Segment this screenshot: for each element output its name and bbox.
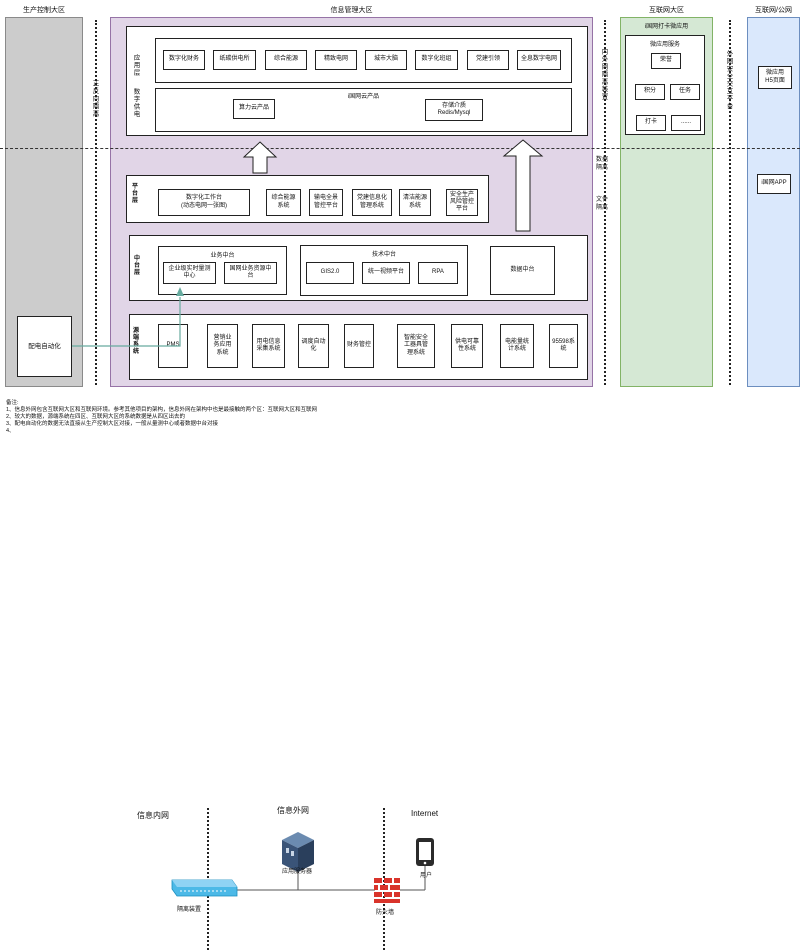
app-box-5: 数字化班组 bbox=[415, 50, 458, 70]
net-divider-inner bbox=[207, 808, 209, 950]
business-mid-title: 业务中台 bbox=[210, 253, 235, 259]
internet-app-title: i国网打卡微应用 bbox=[644, 24, 689, 30]
zone-title-info-mgmt: 信息管理大区 bbox=[330, 7, 373, 14]
arrow-up-data bbox=[502, 139, 544, 232]
platform-box-3: 党建信息化 管理系统 bbox=[352, 189, 392, 216]
storage-box: 存储介质 Redis/Mysql bbox=[425, 99, 483, 121]
source-box-6: 供电可靠 性系统 bbox=[451, 324, 483, 368]
app-box-7: 全息数字电网 bbox=[517, 50, 561, 70]
platform-box-4: 清洁能源 系统 bbox=[399, 189, 431, 216]
net-label-internet: Internet bbox=[411, 809, 439, 818]
platform-box-5: 安全生产 风险管控 平台 bbox=[446, 189, 478, 216]
zone-title-production: 生产控制大区 bbox=[23, 7, 65, 14]
firewall-icon bbox=[374, 878, 400, 903]
divider-forward-isolation bbox=[95, 20, 97, 385]
video-platform-box: 统一视频平台 bbox=[362, 262, 410, 284]
rpa-box: RPA bbox=[418, 262, 458, 284]
platform-layer-label: 平台层 bbox=[131, 184, 138, 204]
notes: 备注: 1、信息外网包含互联网大区和互联网环境。参考其他项目的架构，信息外网在架… bbox=[6, 400, 317, 435]
gis-box: GIS2.0 bbox=[306, 262, 354, 284]
app-box-1: 纸碳供电所 bbox=[213, 50, 256, 70]
label-outer-exchange: 外网安全交互平台 bbox=[725, 50, 732, 110]
label-forward-isolation: 正反向隔离 bbox=[91, 80, 98, 118]
connector-arrowhead bbox=[176, 287, 184, 296]
application-layer-label: 应用层 bbox=[132, 54, 139, 77]
app-box-6: 党建引领 bbox=[467, 50, 509, 70]
middle-layer-label: 中台层 bbox=[133, 256, 140, 276]
connector-distribution-to-measure bbox=[72, 297, 181, 347]
more-box: ...... bbox=[671, 115, 701, 131]
user-label: 用户 bbox=[420, 873, 433, 879]
app-server-icon bbox=[282, 832, 314, 872]
source-box-5: 智能安全 工器具管 理系统 bbox=[397, 324, 435, 368]
user-phone-icon bbox=[416, 838, 434, 866]
label-inner-outer-isolation: 内外网隔离装置 bbox=[600, 48, 607, 101]
network-diagram bbox=[171, 832, 434, 903]
source-layer-label: 源端系统 bbox=[132, 328, 139, 355]
net-label-outer: 信息外网 bbox=[277, 806, 309, 815]
honor-box: 荣誉 bbox=[651, 53, 681, 69]
compute-cloud-box: 算力云产品 bbox=[233, 99, 275, 119]
source-box-7: 电能量统 计系统 bbox=[500, 324, 534, 368]
tech-mid-title: 技术中台 bbox=[371, 252, 396, 258]
notes-line: 1、信息外网包含互联网大区和互联网环境。参考其他项目的架构，信息外网在架构中也是… bbox=[6, 407, 318, 413]
notes-line: 备注: bbox=[6, 400, 19, 406]
app-box-4: 城市大脑 bbox=[365, 50, 407, 70]
label-file-isolation: 文件隔离 bbox=[596, 197, 609, 211]
divider-outer-exchange bbox=[729, 20, 731, 385]
points-box: 积分 bbox=[635, 84, 665, 100]
cloud-title: i国网云产品 bbox=[347, 94, 380, 100]
net-label-inner: 信息内网 bbox=[137, 811, 169, 820]
distribution-automation-box: 配电自动化 bbox=[17, 316, 72, 377]
notes-line: 3、配电自动化的数据无法直接从生产控制大区对接，一般从量测中心或者数据中台对接 bbox=[6, 421, 219, 427]
realtime-measure-box: 企业级实时量测 中心 bbox=[163, 262, 216, 284]
source-box-2: 用电信息 采集系统 bbox=[252, 324, 285, 368]
notes-line: 2、较大的数据，源端系统在四区、互联网大区的系统数据是从四区出去的 bbox=[6, 414, 186, 420]
label-data-isolation: 数据隔离 bbox=[596, 157, 609, 171]
platform-box-0: 数字化工作台 (动态电网一张图) bbox=[158, 189, 250, 216]
app-box-0: 数字化财务 bbox=[163, 50, 205, 70]
firewall-label: 防火墙 bbox=[376, 910, 395, 916]
digital-power-label: 数字供电 bbox=[132, 88, 139, 118]
zone-title-public: 互联网/公网 bbox=[755, 7, 792, 14]
source-box-3: 调度自动 化 bbox=[298, 324, 329, 368]
sgcc-resource-box: 国网业务资源中 台 bbox=[224, 262, 277, 284]
isolation-device-icon bbox=[171, 879, 238, 897]
app-box: i国网APP bbox=[757, 174, 791, 194]
arrow-up-platform bbox=[242, 141, 278, 174]
cloud-panel bbox=[155, 88, 572, 132]
checkin-box: 打卡 bbox=[636, 115, 666, 131]
source-box-8: 95598系 统 bbox=[549, 324, 578, 368]
app-server-label: 应用服务器 bbox=[282, 869, 313, 875]
data-mid-box: 数据中台 bbox=[490, 246, 555, 295]
task-box: 任务 bbox=[670, 84, 700, 100]
source-box-1: 营销业 务应用 系统 bbox=[207, 324, 238, 368]
source-box-4: 财务管控 bbox=[344, 324, 374, 368]
app-box-2: 综合能源 bbox=[265, 50, 307, 70]
zone-title-internet: 互联网大区 bbox=[649, 7, 684, 14]
app-box-3: 精致电网 bbox=[315, 50, 357, 70]
platform-box-1: 综合能源 系统 bbox=[266, 189, 301, 216]
h5-page-box: 微应用 H5页面 bbox=[758, 66, 792, 89]
platform-box-2: 输电全景 管控平台 bbox=[309, 189, 343, 216]
connector-layer bbox=[72, 287, 184, 347]
notes-line: 4、 bbox=[6, 428, 15, 434]
horizontal-separator bbox=[0, 148, 800, 149]
micro-service-title: 微应用服务 bbox=[649, 42, 680, 48]
isolation-device-label: 隔离装置 bbox=[177, 907, 202, 913]
divider-inner-outer bbox=[604, 20, 606, 385]
